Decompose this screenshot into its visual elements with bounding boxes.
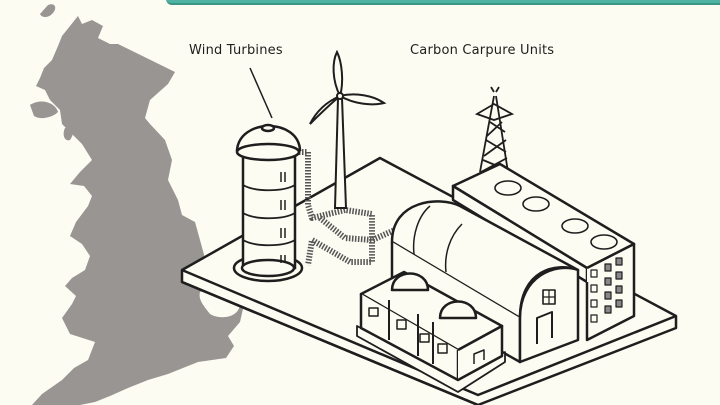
wind-turbine-icon	[309, 49, 387, 209]
transmission-tower-icon	[474, 86, 515, 173]
header-accent-bar	[166, 0, 720, 5]
pipes	[296, 149, 397, 266]
carbon-capture-label: Carbon Carpure Units	[410, 43, 555, 58]
callout-line	[249, 67, 273, 119]
storage-tank	[232, 123, 304, 283]
wind-turbines-label: Wind Turbines	[189, 43, 283, 58]
carbon-capture-building	[451, 162, 636, 342]
uk-map	[30, 4, 245, 405]
dome-units	[356, 270, 506, 393]
